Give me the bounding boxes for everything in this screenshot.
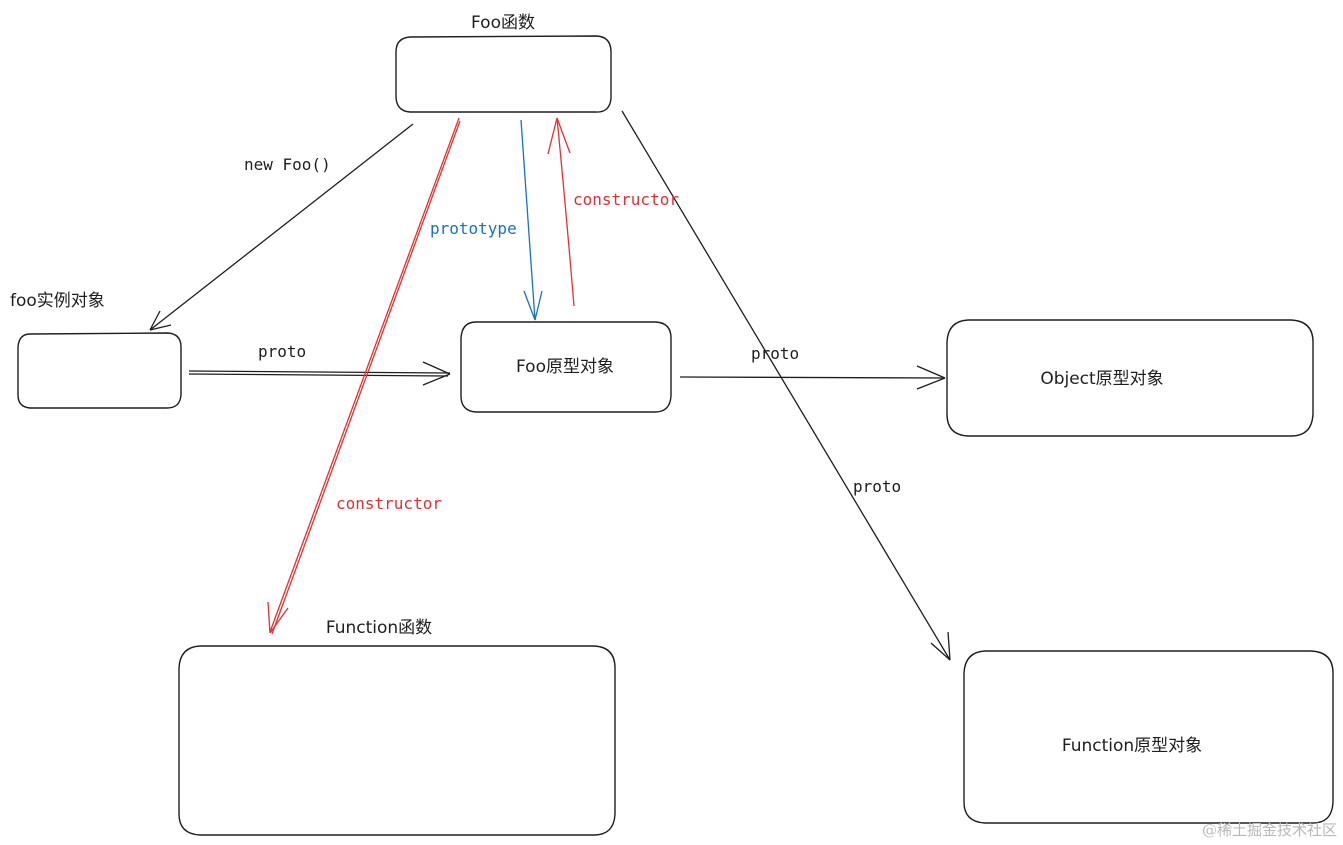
constructor-to-function-label: constructor (336, 494, 442, 513)
foo-proto-to-object-arrow (679, 365, 946, 390)
foo-prototype-box (460, 321, 672, 413)
foo-proto-to-object-label: proto (751, 344, 799, 363)
new-foo-label: new Foo() (244, 155, 331, 174)
constructor-to-function-arrow (267, 117, 461, 635)
foo-prototype-label: Foo原型对象 (516, 357, 614, 377)
instance-proto-label: proto (258, 342, 306, 361)
function-prototype-label: Function原型对象 (1062, 736, 1202, 756)
function-function-box (178, 645, 616, 836)
foo-instance-label: foo实例对象 (10, 291, 105, 311)
function-function-label: Function函数 (326, 618, 432, 638)
object-prototype-box (946, 319, 1314, 437)
function-prototype-box (963, 650, 1334, 824)
constructor-to-foo-label: constructor (573, 190, 679, 209)
foo-instance-box (17, 332, 182, 409)
new-foo-arrow (149, 123, 414, 331)
object-prototype-label: Object原型对象 (1040, 369, 1163, 389)
prototype-label: prototype (430, 219, 517, 238)
foo-fn-proto-label: proto (853, 477, 901, 496)
watermark: @稀土掘金技术社区 (1202, 821, 1337, 839)
foo-function-label: Foo函数 (471, 13, 535, 33)
prototype-arrow (520, 119, 543, 321)
foo-fn-proto-arrow (621, 110, 951, 661)
constructor-to-foo-arrow (547, 117, 575, 307)
instance-proto-arrow (188, 361, 451, 386)
foo-function-box (395, 35, 612, 113)
